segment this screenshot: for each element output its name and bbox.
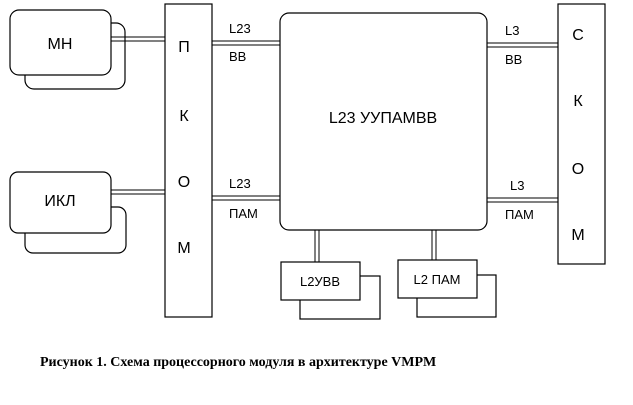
left-connectors <box>111 36 165 195</box>
main-block: L23 УУПАМВВ <box>279 12 488 231</box>
link-right-top-line1: L3 <box>505 23 519 38</box>
main-block-label: L23 УУПАМВВ <box>329 110 437 127</box>
l2uvv-block: L2УВВ <box>280 261 381 320</box>
pkom-letter-2: К <box>179 108 189 125</box>
skom-letter-2: К <box>573 93 583 110</box>
pkom-letter-3: О <box>178 174 190 191</box>
ikl-block-front <box>9 171 112 234</box>
l2pam-block-front <box>397 259 478 299</box>
skom-bus-rect <box>557 3 606 265</box>
mn-block: МН <box>9 9 126 90</box>
mn-label: МН <box>48 36 73 53</box>
link-right-top-line2: ВВ <box>505 52 522 67</box>
link-left-bot-line1: L23 <box>229 176 251 191</box>
skom-bus: С К О М <box>557 3 606 265</box>
pkom-bus: П К О М <box>164 3 213 318</box>
ikl-block: ИКЛ <box>9 171 127 254</box>
skom-letter-1: С <box>572 27 584 44</box>
link-right-bot-line1: L3 <box>510 178 524 193</box>
pkom-main-connectors <box>212 40 280 201</box>
skom-letter-4: М <box>571 227 584 244</box>
l2pam-label: L2 ПАМ <box>414 272 461 287</box>
main-skom-connectors <box>487 42 558 203</box>
ikl-label: ИКЛ <box>44 193 75 210</box>
pkom-letter-4: М <box>177 240 190 257</box>
l2uvv-label: L2УВВ <box>300 274 340 289</box>
l2pam-block: L2 ПАМ <box>397 259 497 318</box>
skom-letter-3: О <box>572 161 584 178</box>
mn-block-front <box>9 9 112 76</box>
l2uvv-block-front <box>280 261 361 301</box>
main-block-rect <box>279 12 488 231</box>
main-sub-connectors <box>314 230 437 262</box>
link-left-top-line2: ВВ <box>229 49 246 64</box>
figure-caption: Рисунок 1. Схема процессорного модуля в … <box>40 355 436 370</box>
pkom-bus-rect <box>164 3 213 318</box>
pkom-letter-1: П <box>178 39 190 56</box>
link-left-bot-line2: ПАМ <box>229 206 258 221</box>
link-right-bot-line2: ПАМ <box>505 207 534 222</box>
link-left-top-line1: L23 <box>229 21 251 36</box>
